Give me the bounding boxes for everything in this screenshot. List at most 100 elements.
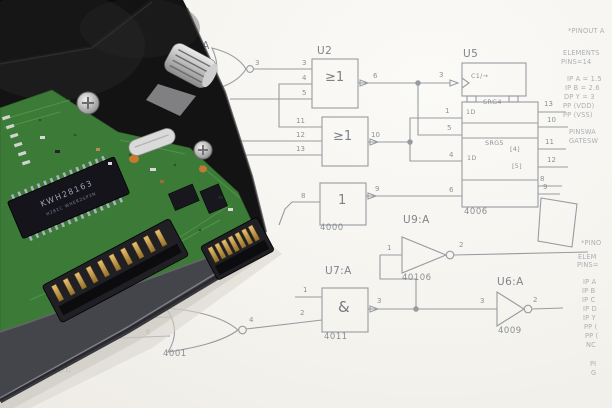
small-ics [168, 183, 228, 215]
note-elements-top: ELEMENTS [563, 49, 600, 57]
u5-pin4: 4 [449, 151, 454, 159]
note-ppvss-top: PP (VSS) [563, 111, 593, 119]
note-nc-bot: NC [586, 341, 596, 349]
u2b-in3-pin: 13 [296, 145, 305, 153]
u2a-symbol: ≥1 [325, 70, 345, 85]
u5-pin6: 6 [449, 186, 454, 194]
u2a-or-gate [230, 58, 450, 128]
u5-label: U5 [463, 48, 479, 60]
u6a-inverter [496, 291, 564, 327]
u7a-in1-pin: 1 [303, 286, 308, 294]
u5-out12: 12 [547, 156, 556, 164]
u2a-out-pin: 6 [373, 72, 378, 80]
sata-data-pins [207, 224, 260, 263]
standoff-post [164, 43, 218, 88]
standoff-bracket [146, 84, 196, 116]
u7a-symbol: & [338, 298, 350, 316]
u5-out8: 8 [540, 175, 545, 183]
u6a-part: 4009 [498, 326, 522, 336]
u7a-part: 4011 [324, 332, 348, 342]
u5-clock-label: C1/→ [471, 72, 489, 80]
u5-out10: 10 [547, 116, 556, 124]
note-pp1-bot: PP ( [584, 323, 598, 331]
u5-srg-block [461, 62, 568, 208]
u5-part: 4006 [464, 207, 488, 217]
u4000-part: 4000 [320, 223, 344, 233]
screw-1 [76, 91, 100, 115]
u5-sec1-label: SRG4 [483, 98, 502, 106]
u2a-in3-pin: 5 [302, 89, 307, 97]
note-pinswa-top: PINSWA [569, 128, 596, 136]
note-ipb-top: IP B = 2.6 [565, 84, 600, 92]
note-g-bot: G [591, 369, 597, 377]
sata-data-connector [200, 217, 274, 280]
u5-out11: 11 [545, 138, 554, 146]
note-ipa-bot: IP A [583, 278, 597, 286]
note-pinout-top: *PINOUT A [568, 27, 605, 35]
u5-sec1-d: 1D [466, 108, 476, 116]
u5-out9: 9 [543, 183, 548, 191]
ub-out-pin: 4 [249, 316, 254, 324]
u9a-in-pin: 1 [387, 244, 392, 252]
note-ppvdd-top: PP (VDD) [563, 102, 595, 110]
u7a-label: U7:A [325, 265, 352, 277]
u5-feed-wires [407, 79, 462, 162]
note-pi-bot: PI [590, 360, 597, 368]
u5-pin5: 5 [447, 124, 452, 132]
pcb: KWH28163 H281C WHER2SP3N 937 [0, 89, 253, 333]
u3a-out-pin: 3 [255, 59, 260, 67]
note-pp2-bot: PP ( [585, 332, 599, 340]
u2b-symbol: ≥1 [333, 129, 353, 144]
note-ipd-bot: IP D [583, 305, 597, 313]
u9a-label: U9:A [403, 214, 430, 226]
ub-part: 4001 [163, 349, 187, 359]
u5-sec2-d: 1D [467, 154, 477, 162]
passive-components [40, 136, 233, 211]
u2b-or-gate [241, 116, 410, 167]
u2b-out-pin: 10 [371, 131, 380, 139]
capacitor-orange-1 [129, 155, 139, 163]
sata-power-connector [42, 218, 189, 323]
u6a-in-pin: 3 [480, 297, 485, 305]
u4000-out-pin: 9 [375, 185, 380, 193]
u5-pin1: 1 [445, 107, 450, 115]
screw-2 [193, 140, 213, 160]
u6a-label: U6:A [497, 276, 524, 288]
note-ipa-top: IP A = 1.5 [567, 75, 602, 83]
sata-power-pins [51, 229, 168, 302]
note-gatesw-top: GATESW [569, 137, 599, 145]
side-box [537, 197, 578, 248]
u5-clock-pin: 3 [439, 71, 444, 79]
u9a-out-pin: 2 [459, 241, 464, 249]
note-ipb-bot: IP B [582, 287, 596, 295]
u4000-buffer-gate [278, 182, 462, 226]
u7a-out-pin: 3 [377, 297, 382, 305]
u7a-nand-gate [295, 287, 497, 333]
u5-sec2-label: SRG5 [485, 139, 504, 147]
u2b-in1-pin: 11 [296, 117, 305, 125]
crystal-oscillator [128, 128, 176, 156]
u5-tag2: [5] [512, 162, 522, 170]
capacitor-orange-2 [199, 165, 207, 173]
note-dpy-top: DP Y = 3 [564, 93, 595, 101]
u7a-in2-pin: 2 [300, 309, 305, 317]
u9a-part: 40106 [402, 273, 432, 283]
u6a-out-pin: 2 [533, 296, 538, 304]
u2-label: U2 [317, 45, 333, 57]
u2a-in1-pin: 3 [302, 59, 307, 67]
u5-tag1: [4] [510, 145, 520, 153]
u5-out13: 13 [544, 100, 553, 108]
note-ipy-bot: IP Y [583, 314, 596, 322]
note-pins-bot: PINS= [577, 261, 599, 269]
memory-chip: KWH28163 H281C WHER2SP3N [7, 155, 130, 242]
u4000-symbol: 1 [338, 193, 347, 208]
u2b-in2-pin: 12 [296, 131, 305, 139]
u4000-in-pin: 8 [301, 192, 306, 200]
note-ipc-bot: IP C [582, 296, 596, 304]
note-elem-bot: ELEM [578, 253, 597, 261]
note-pins-top: PINS=14 [561, 58, 592, 66]
u9a-inverter [379, 236, 589, 309]
